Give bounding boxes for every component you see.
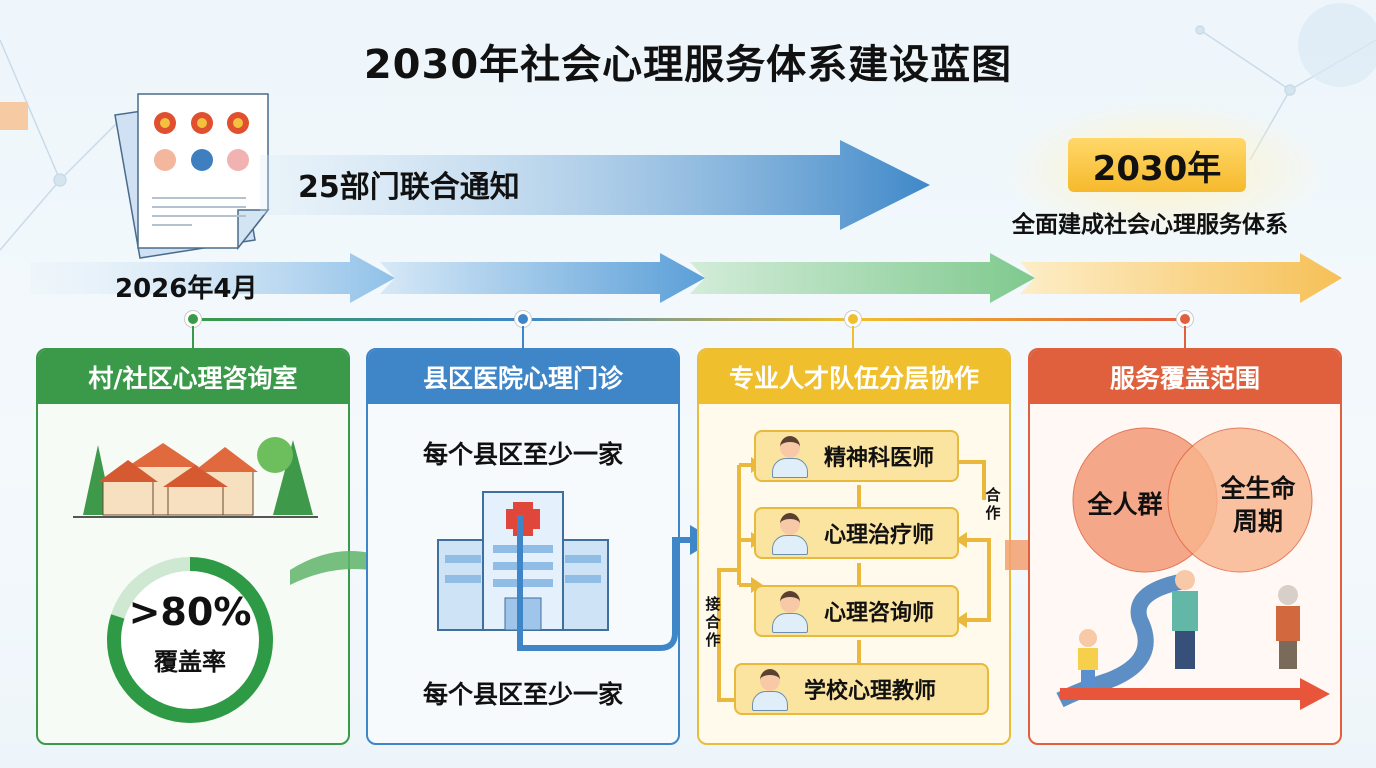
goal-year-badge: 2030年 — [1068, 138, 1246, 192]
right-collab-label: 合作 — [985, 486, 1001, 522]
venn-full-lifecycle: 全生命周期 — [1220, 474, 1296, 536]
blue-flow-arrow — [517, 515, 715, 651]
card-community-counseling: 村/社区心理咨询室 >80% 覆盖率 — [36, 348, 350, 745]
milestone-dot-4 — [1177, 311, 1193, 327]
card-county-hospital: 县区医院心理门诊 每个县区至少一家 每个县区至少一家 — [366, 348, 680, 745]
notice-label: 25部门联合通知 — [298, 170, 520, 205]
role-label: 精神科医师 — [824, 446, 935, 471]
teacher-avatar-icon — [750, 667, 790, 711]
coverage-ring — [107, 557, 273, 723]
coverage-label: 覆盖率 — [154, 648, 226, 676]
village-houses-icon — [73, 437, 318, 518]
hospital-requirement-bottom: 每个县区至少一家 — [422, 680, 623, 709]
page-title: 2030年社会心理服务体系建设蓝图 — [363, 42, 1013, 88]
milestone-dot-2 — [515, 311, 531, 327]
card-title: 服务覆盖范围 — [1030, 350, 1340, 404]
left-collab-label: 接合作 — [705, 595, 721, 649]
notice-arrow — [260, 140, 930, 230]
role-psychotherapist: 心理治疗师 — [754, 507, 959, 559]
start-date: 2026年4月 — [115, 274, 258, 304]
role-label: 心理咨询师 — [824, 601, 935, 626]
milestone-dot-1 — [185, 311, 201, 327]
role-psychiatrist: 精神科医师 — [754, 430, 959, 482]
hospital-requirement-top: 每个县区至少一家 — [422, 440, 623, 469]
card-title: 村/社区心理咨询室 — [38, 350, 348, 404]
milestone-dot-3 — [845, 311, 861, 327]
role-school-teacher: 学校心理教师 — [734, 663, 989, 715]
coverage-value: >80% — [128, 590, 252, 634]
goal-text: 全面建成社会心理服务体系 — [1012, 212, 1288, 238]
life-path-illustration — [1056, 570, 1330, 710]
counselor-avatar-icon — [770, 589, 810, 633]
coverage-venn — [1072, 427, 1313, 573]
role-counselor: 心理咨询师 — [754, 585, 959, 637]
venn-all-population: 全人群 — [1087, 490, 1163, 519]
role-label: 心理治疗师 — [824, 523, 935, 548]
card-professional-team: 专业人才队伍分层协作 精神科医师 心理治疗师 心理咨询师 学校心理教师 接合作 … — [697, 348, 1011, 745]
timeline-arrows — [30, 253, 1342, 303]
timeline-line — [193, 318, 1185, 321]
card-title: 专业人才队伍分层协作 — [699, 350, 1009, 404]
card-service-coverage: 服务覆盖范围 全人群 全生命周期 — [1028, 348, 1342, 745]
document-icon — [114, 93, 270, 259]
card-title: 县区医院心理门诊 — [368, 350, 678, 404]
therapist-avatar-icon — [770, 511, 810, 555]
doctor-avatar-icon — [770, 434, 810, 478]
role-label: 学校心理教师 — [804, 679, 937, 704]
